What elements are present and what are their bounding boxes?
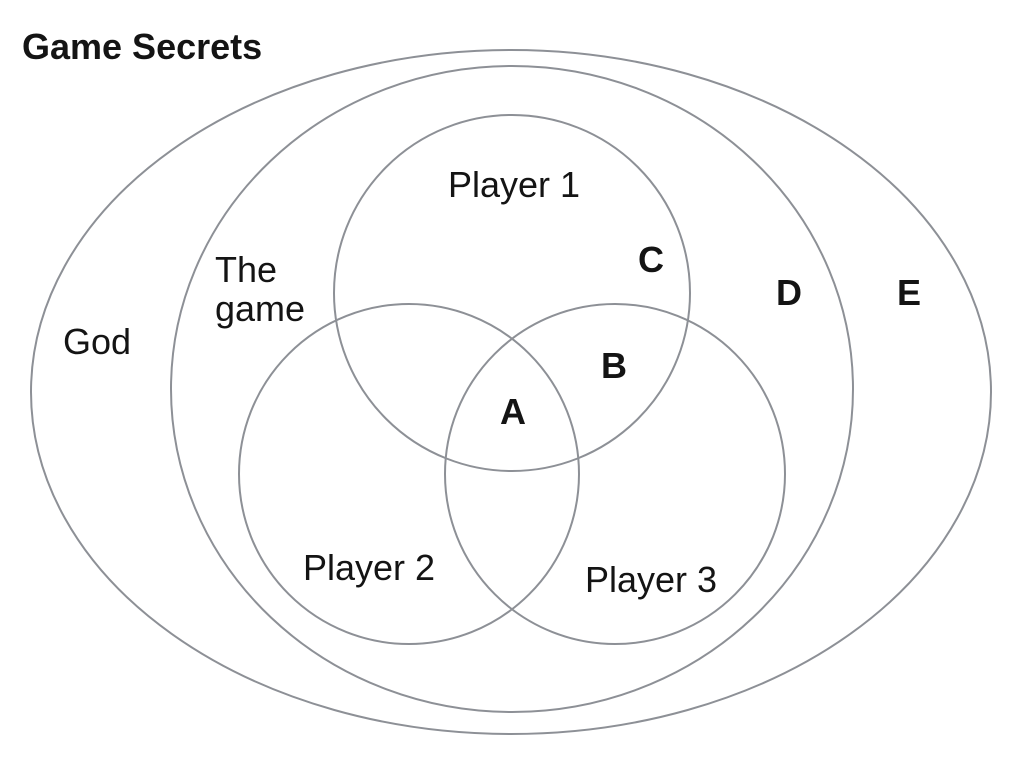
god-label: God <box>63 321 131 362</box>
marker-a: A <box>500 391 526 432</box>
marker-d: D <box>776 272 802 313</box>
game-ellipse <box>170 65 854 713</box>
game-label-line2: game <box>215 288 305 329</box>
player2-label: Player 2 <box>303 547 435 588</box>
game-label: The game <box>215 249 305 329</box>
game-label-line1: The <box>215 249 277 290</box>
player3-label: Player 3 <box>585 559 717 600</box>
god-ellipse <box>30 49 992 735</box>
player3-circle <box>444 303 786 645</box>
player2-circle <box>238 303 580 645</box>
marker-c: C <box>638 239 664 280</box>
player1-label: Player 1 <box>448 164 580 205</box>
marker-e: E <box>897 272 921 313</box>
page-title: Game Secrets <box>22 26 262 67</box>
marker-b: B <box>601 345 627 386</box>
player1-circle <box>333 114 691 472</box>
